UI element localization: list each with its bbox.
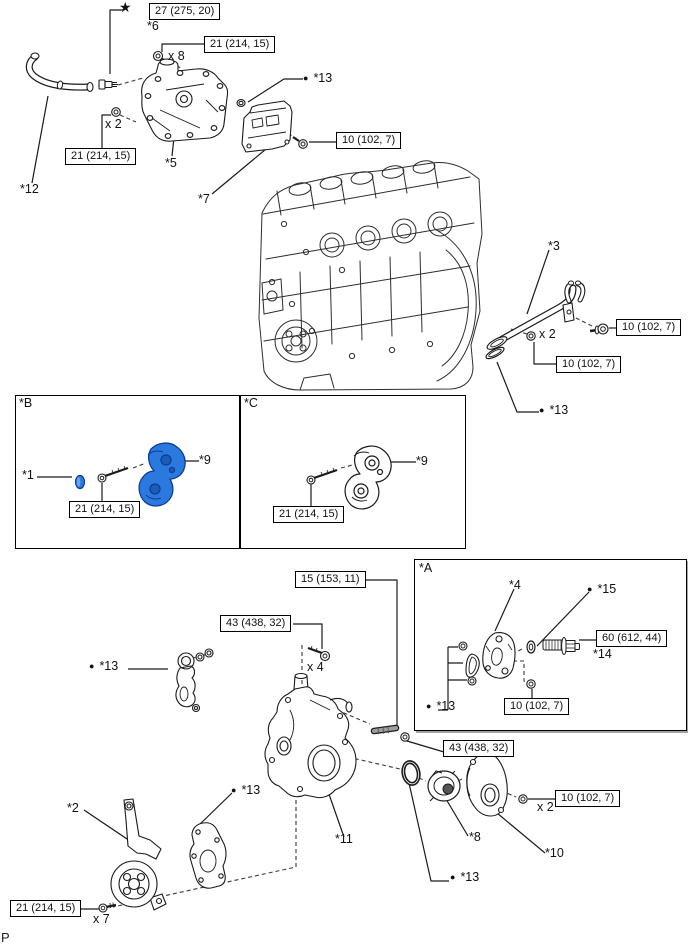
torque-box: 21 (214, 15) xyxy=(10,900,82,917)
part-label-1: *1 xyxy=(22,468,34,482)
torque-box: 21 (214, 15) xyxy=(204,36,276,53)
qty-label-x7: x 7 xyxy=(93,912,110,926)
bolt-x2-bracket xyxy=(292,136,308,149)
part-9-tensioner xyxy=(344,445,392,510)
stud-bolt xyxy=(370,724,400,735)
page-marker: P xyxy=(1,930,10,945)
part-label-9: *9 xyxy=(416,454,428,468)
bullet-icon: ● xyxy=(89,661,95,671)
part-14-union-bolt xyxy=(542,637,580,655)
nut-x2-inlet xyxy=(518,794,528,804)
torque-box: 21 (214, 15) xyxy=(65,148,137,165)
section-box-b xyxy=(15,395,241,549)
part-3-pipe xyxy=(486,280,586,350)
torque-box: 27 (275, 20) xyxy=(149,3,221,20)
qty-label-x2: x 2 xyxy=(539,327,556,341)
part-label-13: ●*13 xyxy=(426,699,456,713)
torque-box: 43 (438, 32) xyxy=(220,615,292,632)
bolt-box-b xyxy=(97,465,129,483)
part-15-washer xyxy=(526,640,536,654)
torque-box: 10 (102, 7) xyxy=(504,698,570,715)
bolt-x7 xyxy=(98,902,117,913)
nut-pipe3 xyxy=(526,331,536,341)
nut-stud xyxy=(400,732,410,742)
part-10-inlet xyxy=(466,747,508,817)
torque-box: 10 (102, 7) xyxy=(616,319,682,336)
torque-box: 15 (153, 11) xyxy=(295,571,366,588)
part-7-bracket xyxy=(236,98,293,153)
part-label-15: ●*15 xyxy=(587,582,617,596)
part-label-3: *3 xyxy=(548,239,560,253)
part-label-13: ●*13 xyxy=(450,870,480,884)
section-label-a: *A xyxy=(419,561,433,575)
part-13-o-ring xyxy=(401,760,421,786)
part-label-13: ●*13 xyxy=(303,71,333,85)
torque-box: 21 (214, 15) xyxy=(69,501,141,518)
part-8-thermostat xyxy=(427,770,463,802)
bullet-icon: ● xyxy=(231,785,237,795)
part-label-13: ●*13 xyxy=(89,659,119,673)
bullet-icon: ● xyxy=(426,701,432,711)
part-label-2: *2 xyxy=(67,801,79,815)
section-box-a xyxy=(414,559,687,731)
part-label-12: *12 xyxy=(20,182,39,196)
nut-box-a xyxy=(526,679,536,689)
part-label-10: *10 xyxy=(545,846,564,860)
part-11-housing xyxy=(264,672,357,799)
leader-lines xyxy=(31,9,617,910)
part-label-13: ●*13 xyxy=(539,403,569,417)
part-2-water-pump xyxy=(110,798,167,911)
torque-box: 43 (438, 32) xyxy=(443,740,515,757)
torque-box: 10 (102, 7) xyxy=(556,356,622,373)
torque-box: 10 (102, 7) xyxy=(555,790,621,807)
bolt-pipe3 xyxy=(589,323,609,335)
engine-illustration xyxy=(258,160,483,391)
part-13-left-gasket xyxy=(175,648,214,713)
bullet-icon: ● xyxy=(539,405,545,415)
qty-label-x2: x 2 xyxy=(105,117,122,131)
part-label-9: *9 xyxy=(199,453,211,467)
qty-label-x8: x 8 xyxy=(168,49,185,63)
bolt-x4 xyxy=(307,645,331,662)
part-13-union-gaskets xyxy=(458,641,480,686)
part-label-13: ●*13 xyxy=(231,783,261,797)
part-label-7: *7 xyxy=(198,192,210,206)
torque-box: 60 (612, 44) xyxy=(596,630,668,647)
part-label-8: *8 xyxy=(469,830,481,844)
torque-box: 21 (214, 15) xyxy=(273,506,345,523)
torque-box: 10 (102, 7) xyxy=(336,132,402,149)
bolt-box-c xyxy=(306,467,338,485)
part-label-14: *14 xyxy=(593,647,612,661)
part-label-5: *5 xyxy=(165,156,177,170)
part-label-6: *6 xyxy=(147,19,159,33)
part-13-pump-gasket xyxy=(189,822,227,889)
part-13-pipe-gasket xyxy=(485,346,505,360)
section-label-c: *C xyxy=(244,396,258,410)
part-12-pipe xyxy=(25,52,94,93)
star-marker: ★ xyxy=(119,0,132,15)
part-9-tensioner-blue xyxy=(138,442,186,507)
qty-label-x4: x 4 xyxy=(307,660,324,674)
bullet-icon: ● xyxy=(450,872,456,882)
part-1-cap xyxy=(74,474,86,490)
part-label-4: *4 xyxy=(509,578,521,592)
section-box-c xyxy=(239,395,466,549)
qty-label-x2: x 2 xyxy=(537,800,554,814)
part-label-11: *11 xyxy=(335,832,353,846)
part-4-bracket xyxy=(482,632,516,679)
part-5-cover xyxy=(141,58,229,142)
section-label-b: *B xyxy=(19,396,33,410)
nut-x2-cover xyxy=(111,107,121,117)
bullet-icon: ● xyxy=(587,584,593,594)
part-6-sensor xyxy=(98,79,118,90)
bullet-icon: ● xyxy=(303,73,309,83)
